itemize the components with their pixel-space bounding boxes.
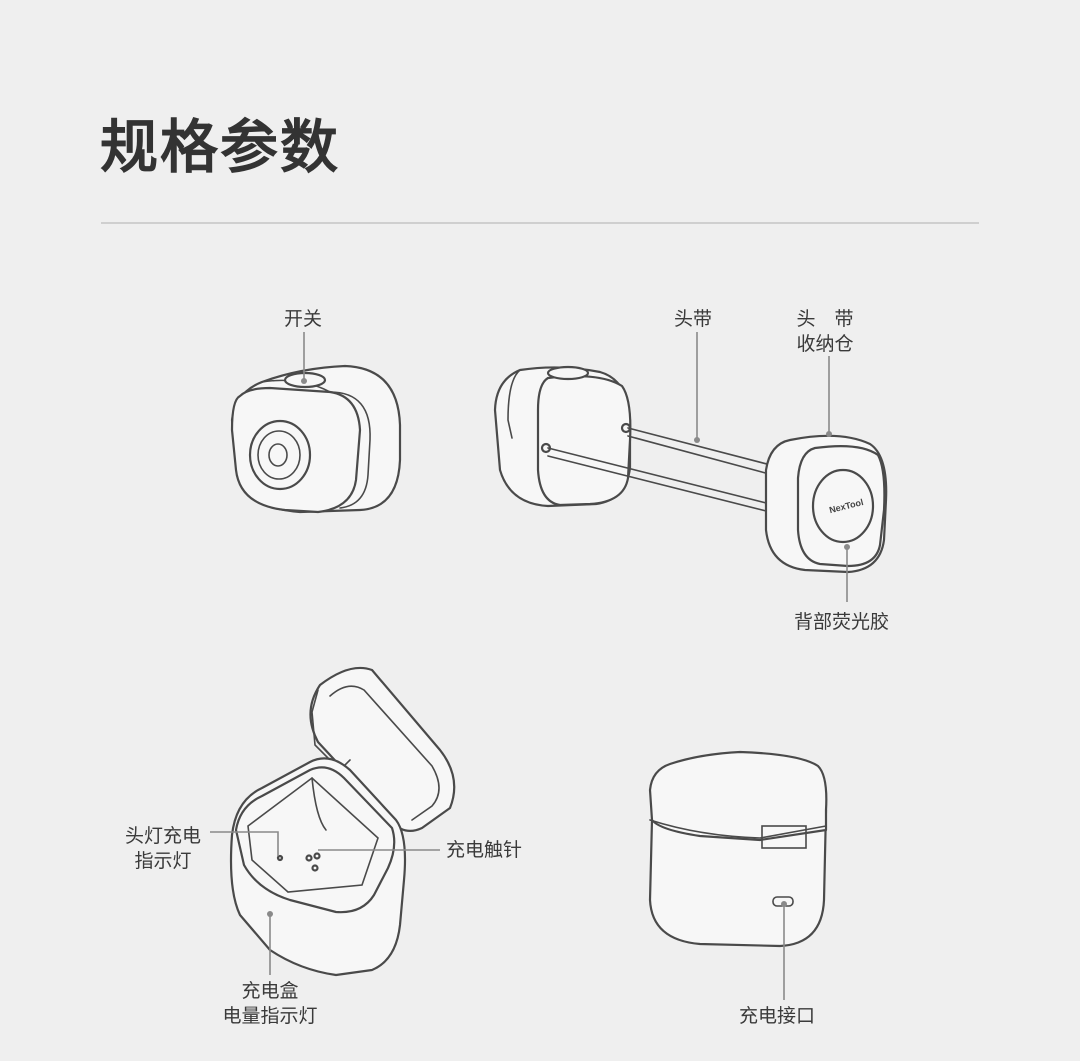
box-battery-leader [267,911,273,975]
charging-box-closed-illustration [648,750,828,948]
lamp-charge-indicator-label: 头灯充电 指示灯 [122,824,204,874]
headband-leader [694,332,700,443]
back-glow-leader [844,544,850,602]
charging-pins-label: 充电触针 [446,839,523,861]
lamp-charge-indicator-label-line2: 指示灯 [134,850,192,872]
storage-leader [826,356,832,437]
switch-label: 开关 [284,308,323,330]
switch-leader [301,332,307,384]
charging-box-open-illustration [229,666,456,977]
page-title: 规格参数 [100,113,341,181]
headlamp-front-illustration [230,364,402,514]
charging-port-label: 充电接口 [739,1005,816,1027]
box-battery-indicator-label: 充电盒 电量指示灯 [218,979,322,1029]
headband-storage-label-line1: 头 带 [796,308,854,330]
headband-storage-label-line2: 收纳仓 [796,333,854,355]
lamp-charge-indicator-leader [210,831,279,856]
box-battery-indicator-label-line1: 充电盒 [241,980,299,1002]
headband-label: 头带 [674,308,713,330]
headband-storage-label: 头 带 收纳仓 [794,307,856,357]
lamp-charge-indicator-label-line1: 头灯充电 [124,825,201,847]
back-glow-label: 背部荧光胶 [794,611,890,633]
box-battery-indicator-label-line2: 电量指示灯 [222,1005,318,1027]
charging-port-leader [781,901,787,1000]
title-divider [101,222,979,224]
headlamp-headband-illustration [493,365,888,574]
